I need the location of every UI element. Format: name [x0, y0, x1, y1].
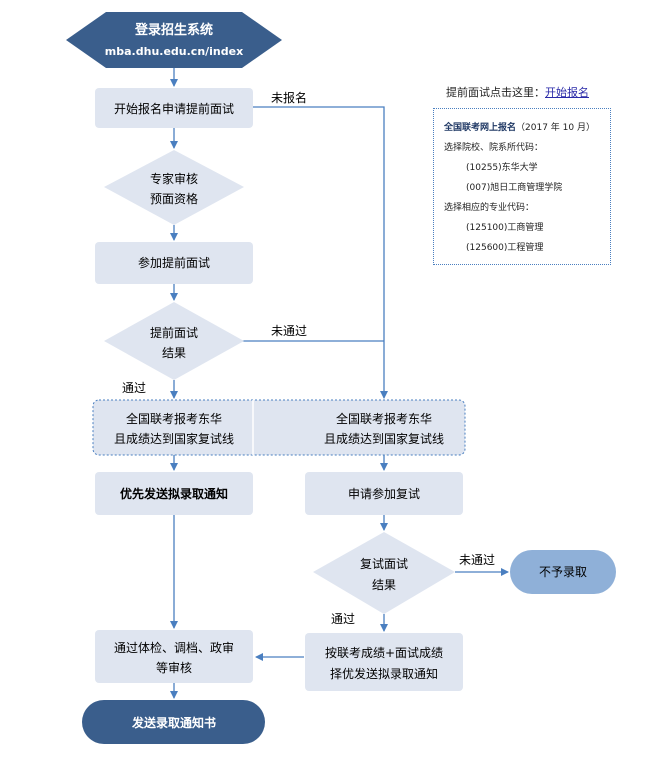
expert-review-diamond	[104, 150, 244, 225]
national-right-line2: 且成绩达到国家复试线	[324, 431, 444, 446]
start-node	[66, 12, 282, 68]
priority-notice-label: 优先发送拟录取通知	[120, 486, 228, 501]
early-result-diamond	[104, 302, 244, 380]
apply-early-label: 开始报名申请提前面试	[114, 101, 234, 116]
edge-label-retest-fail: 未通过	[459, 553, 495, 567]
national-left-line2: 且成绩达到国家复试线	[114, 431, 234, 446]
arrow-not-registered	[253, 106, 388, 399]
note-major-1: (125100)工商管理	[466, 223, 544, 233]
note-school-code: (10255)东华大学	[466, 163, 538, 173]
early-interview-link-line: 提前面试点击这里：开始报名	[446, 84, 589, 100]
connectors	[170, 68, 509, 699]
start-registration-link[interactable]: 开始报名	[545, 86, 589, 99]
attend-early-label: 参加提前面试	[138, 255, 210, 270]
retest-result-diamond	[313, 532, 455, 614]
early-result-line1: 提前面试	[150, 325, 198, 340]
apply-early-box	[95, 88, 253, 128]
send-letter-label: 发送录取通知书	[131, 715, 216, 730]
merit-notice-line2: 择优发送拟录取通知	[330, 666, 438, 681]
priority-notice-box	[95, 472, 253, 515]
national-left-line1: 全国联考报考东华	[126, 411, 222, 426]
send-letter-node	[82, 700, 265, 744]
national-right-line1: 全国联考报考东华	[336, 411, 432, 426]
note-title: 全国联考网上报名	[444, 123, 517, 133]
checkups-line2: 等审核	[156, 660, 192, 675]
reject-label: 不予录取	[539, 565, 587, 579]
start-title: 登录招生系统	[134, 22, 213, 38]
note-dept-code: (007)旭日工商管理学院	[466, 183, 563, 193]
national-exam-group	[92, 399, 466, 456]
note-major-label: 选择相应的专业代码：	[444, 203, 535, 213]
registration-info-box: 全国联考网上报名（2017 年 10 月） 选择院校、院系所代码： (10255…	[433, 108, 611, 265]
start-url: mba.dhu.edu.cn/index	[105, 45, 243, 58]
checkups-box	[95, 630, 253, 683]
apply-retest-box	[305, 472, 463, 515]
note-school-label: 选择院校、院系所代码：	[444, 143, 544, 153]
note-major-2: (125600)工程管理	[466, 243, 544, 253]
edge-label-early-fail: 未通过	[271, 324, 307, 338]
apply-retest-label: 申请参加复试	[348, 486, 420, 501]
expert-review-line2: 预面资格	[150, 191, 198, 206]
checkups-line1: 通过体检、调档、政审	[114, 640, 234, 655]
edge-label-retest-pass: 通过	[331, 612, 355, 626]
edge-label-not-registered: 未报名	[271, 90, 307, 105]
retest-result-line2: 结果	[372, 578, 396, 592]
link-prefix: 提前面试点击这里：	[446, 86, 545, 99]
attend-early-box	[95, 242, 253, 284]
merit-notice-line1: 按联考成绩+面试成绩	[325, 645, 443, 660]
note-title-date: （2017 年 10 月）	[516, 123, 595, 133]
expert-review-line1: 专家审核	[150, 171, 198, 186]
edge-label-early-pass: 通过	[122, 381, 146, 395]
note-title-line: 全国联考网上报名（2017 年 10 月）	[444, 118, 610, 138]
early-result-line2: 结果	[162, 346, 186, 360]
retest-result-line1: 复试面试	[360, 556, 408, 571]
merit-notice-box	[305, 633, 463, 691]
reject-node	[510, 550, 616, 594]
